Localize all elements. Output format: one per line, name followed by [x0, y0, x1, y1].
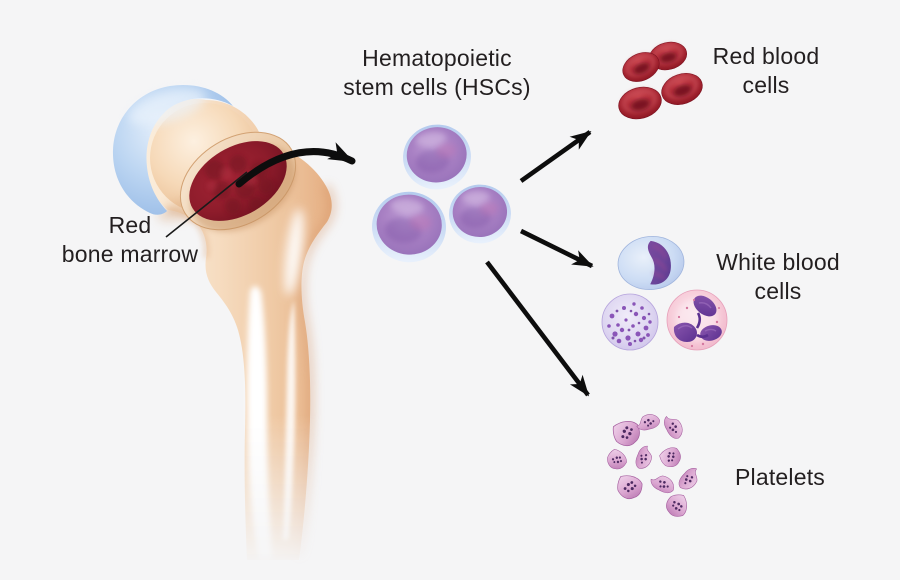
- arrow-hsc-to-rbc: [519, 130, 592, 183]
- stem-cell: [372, 191, 446, 263]
- white-blood-cells-label: White blood cells: [716, 248, 840, 306]
- marrow-pointer-line: [165, 171, 248, 238]
- platelet: [664, 493, 689, 518]
- platelets-cluster: [602, 410, 701, 518]
- wbc-label-line2: cells: [754, 278, 802, 304]
- hsc-label-line2: stem cells (HSCs): [343, 74, 531, 100]
- rbc-label-line2: cells: [742, 72, 790, 98]
- platelet: [657, 443, 685, 472]
- platelet: [610, 418, 643, 449]
- red-blood-cells-label: Red blood cells: [713, 42, 820, 100]
- marrow-label-line1: Red: [108, 212, 152, 238]
- white-blood-cell-granulocyte: [601, 293, 659, 351]
- arrow-marrow-to-hsc: [235, 142, 356, 188]
- platelet: [629, 444, 657, 472]
- stem-cell: [403, 124, 471, 190]
- red-blood-cell: [661, 73, 703, 105]
- arrow-hsc-to-platelets: [485, 260, 590, 397]
- red-blood-cells-cluster: [618, 41, 703, 120]
- platelet: [661, 415, 685, 440]
- platelet: [649, 471, 677, 499]
- red-blood-cell: [622, 52, 660, 82]
- stem-cell: [449, 184, 511, 244]
- red-blood-cell: [618, 86, 662, 120]
- platelet: [635, 410, 662, 436]
- marrow-label-line2: bone marrow: [61, 241, 199, 267]
- arrow-hsc-to-wbc: [519, 228, 594, 269]
- wbc-label-line1: White blood: [716, 249, 840, 275]
- platelet: [676, 467, 701, 491]
- platelet: [614, 473, 645, 502]
- red-bone-marrow-label: Red bone marrow: [62, 211, 198, 269]
- hsc-label: Hematopoietic stem cells (HSCs): [343, 44, 530, 102]
- hsc-cluster: [372, 124, 511, 263]
- white-blood-cells-cluster: [601, 236, 728, 351]
- white-blood-cell-lymphocyte: [617, 236, 685, 290]
- white-blood-cell-neutrophil: [666, 289, 728, 351]
- rbc-label-line1: Red blood: [712, 43, 820, 69]
- bone-highlights: [247, 208, 304, 560]
- platelet: [602, 446, 631, 474]
- hsc-label-line1: Hematopoietic: [362, 45, 512, 71]
- platelets-label-line1: Platelets: [734, 464, 826, 490]
- branch-arrows: [485, 130, 594, 397]
- platelets-label: Platelets: [735, 463, 825, 492]
